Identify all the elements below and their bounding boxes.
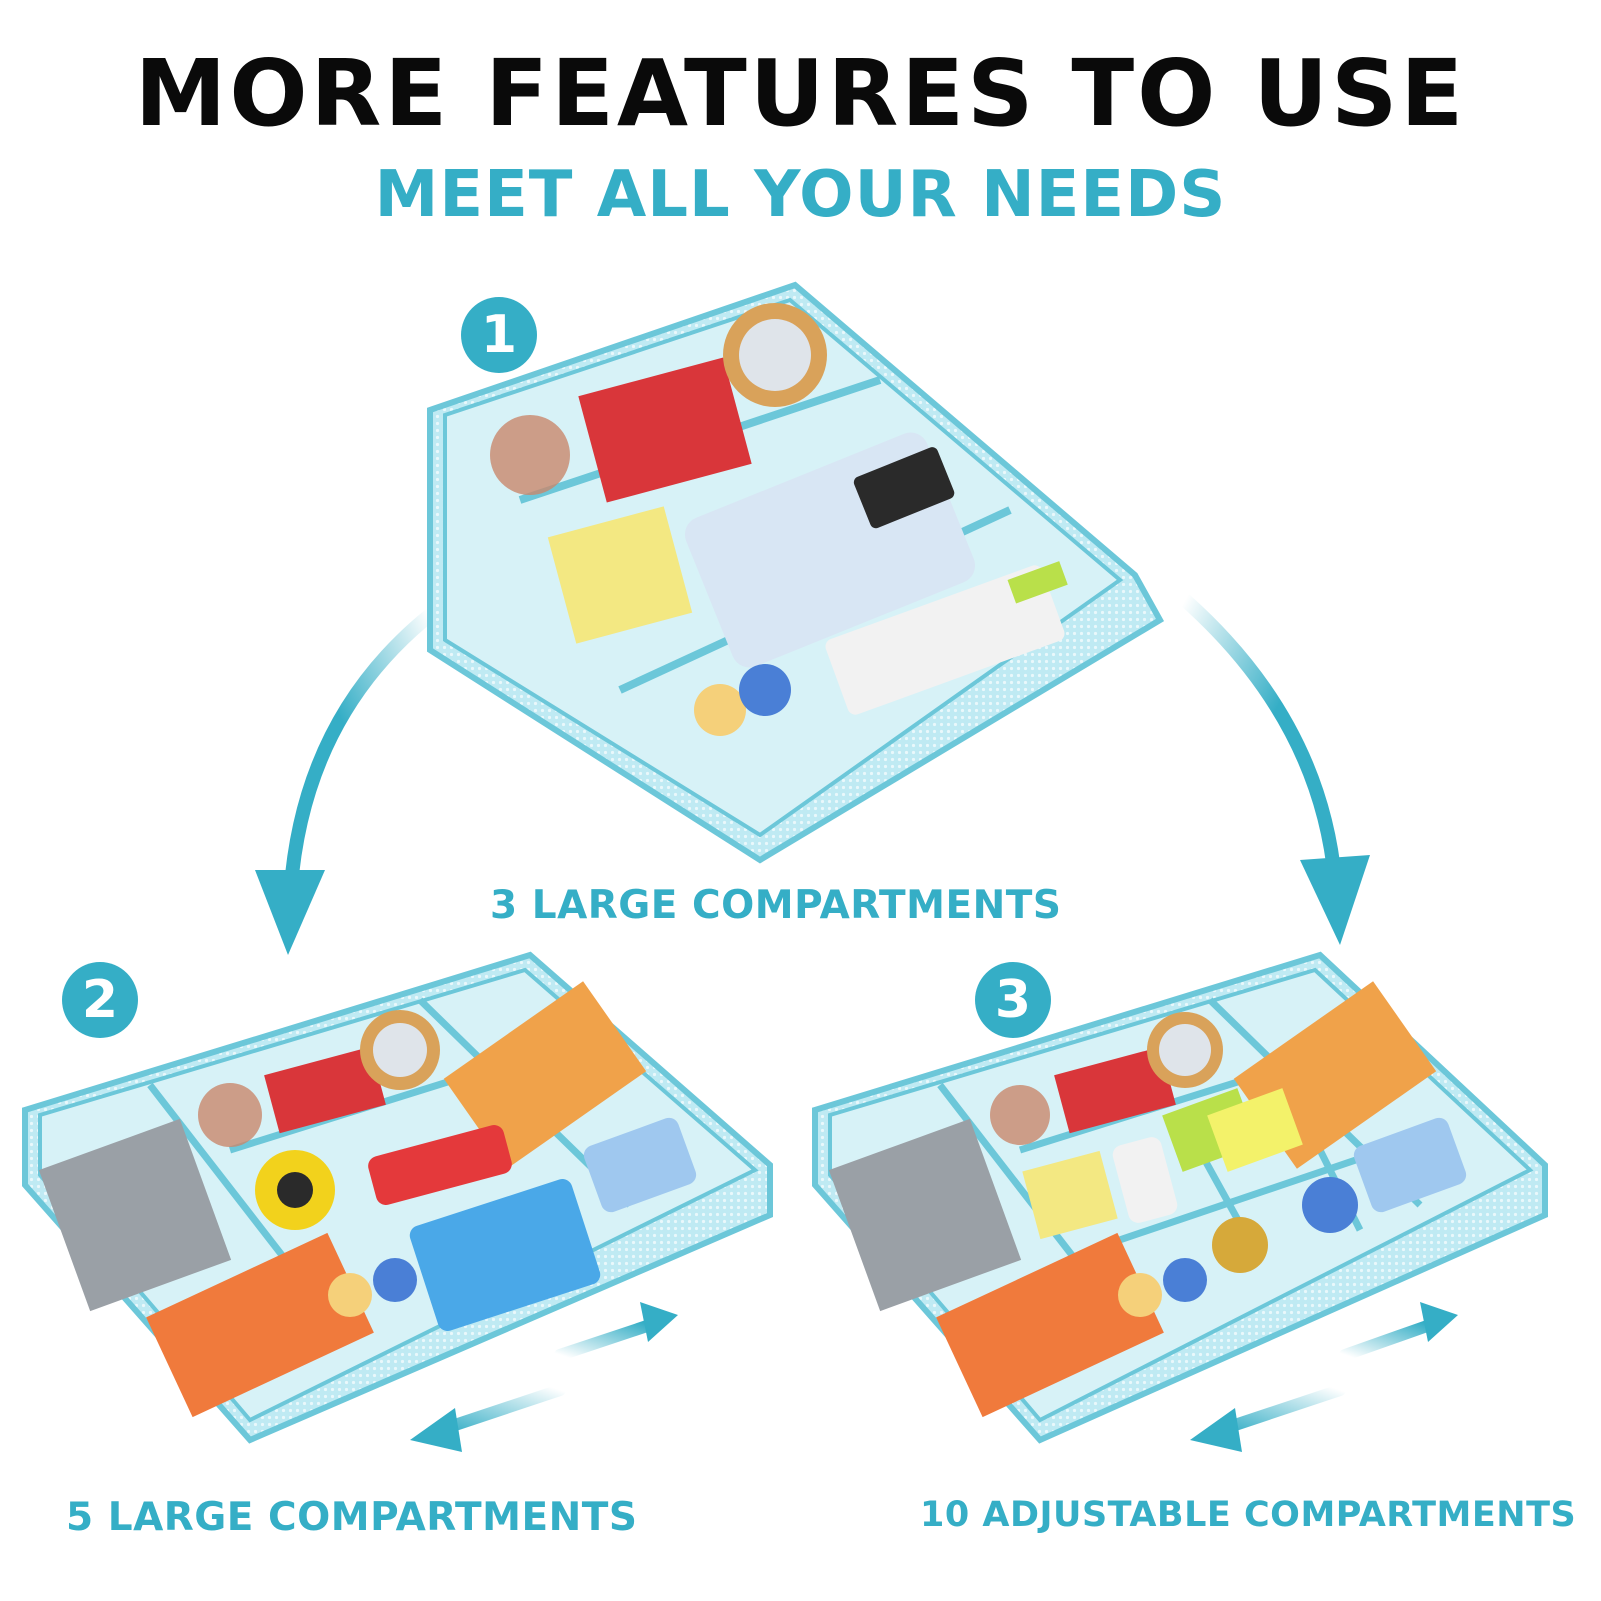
badge-2: 2 — [62, 962, 138, 1038]
caption-3-large-compartments: 3 LARGE COMPARTMENTS — [490, 883, 1062, 928]
tray-10-compartments — [812, 951, 1548, 1444]
expand-arrows-right-icon — [1190, 1302, 1458, 1452]
caption-10-adjustable-compartments: 10 ADJUSTABLE COMPARTMENTS — [920, 1495, 1577, 1535]
tray-5-compartments — [22, 951, 773, 1444]
badge-1: 1 — [461, 297, 537, 373]
headline: MORE FEATURES TO USE — [134, 40, 1467, 147]
expand-arrows-left-icon — [410, 1302, 678, 1452]
flow-arrow-right-icon — [1178, 593, 1370, 945]
subheadline: MEET ALL YOUR NEEDS — [374, 158, 1227, 232]
caption-5-large-compartments: 5 LARGE COMPARTMENTS — [66, 1495, 638, 1540]
badge-3: 3 — [975, 962, 1051, 1038]
flow-arrow-left-icon — [255, 608, 437, 955]
tray-3-compartments — [427, 281, 1165, 864]
